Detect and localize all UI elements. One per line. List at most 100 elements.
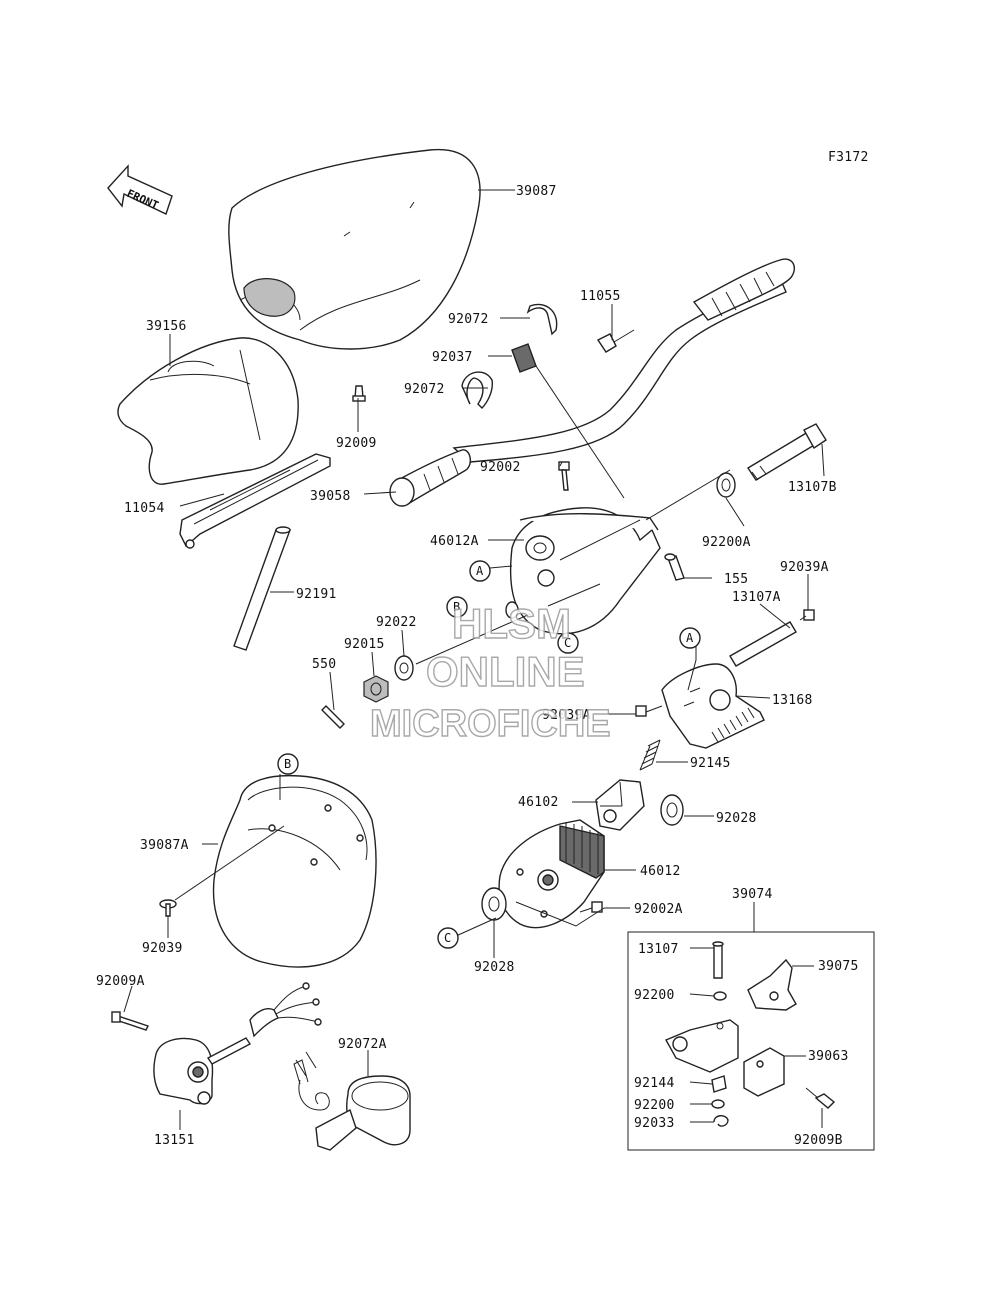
label-39063: 39063 <box>808 1049 849 1064</box>
callout-b-1: B <box>446 596 468 618</box>
label-13168: 13168 <box>772 693 813 708</box>
watermark: HLSM ONLINE MICROFICHE <box>369 599 611 745</box>
ratchet-46102 <box>595 779 645 831</box>
tube-92191 <box>233 526 292 651</box>
label-155: 155 <box>724 572 748 587</box>
label-39075: 39075 <box>818 959 859 974</box>
washer-92028-right <box>660 794 684 826</box>
callout-c-2: C <box>437 927 459 949</box>
handlebar-39058 <box>389 258 796 507</box>
label-13107A: 13107A <box>732 590 781 605</box>
screw-92039A-top <box>799 609 815 621</box>
label-92028-right: 92028 <box>716 811 757 826</box>
screw-92009A <box>111 1011 149 1031</box>
svg-text:C: C <box>444 931 451 945</box>
label-92191: 92191 <box>296 587 337 602</box>
label-92009A: 92009A <box>96 974 145 989</box>
pin-13107A <box>729 621 797 667</box>
screw-92039 <box>159 899 177 917</box>
svg-text:A: A <box>686 631 694 645</box>
callout-a-1: A <box>469 560 513 582</box>
label-550: 550 <box>312 657 336 672</box>
handlebar-cover-39087 <box>228 148 481 350</box>
callout-b-2: B <box>277 753 299 775</box>
label-92009: 92009 <box>336 436 377 451</box>
svg-text:C: C <box>564 636 571 650</box>
label-92002A: 92002A <box>634 902 683 917</box>
watermark-line-1: HLSM <box>452 600 571 647</box>
bolt-155 <box>664 553 685 581</box>
cotter-pin-550 <box>321 705 345 729</box>
spring-92144 <box>711 1075 727 1093</box>
label-46102: 46102 <box>518 795 559 810</box>
lever-13168 <box>661 663 765 749</box>
clip-11055 <box>596 333 617 353</box>
band-92072-top <box>526 303 558 336</box>
svg-text:A: A <box>476 564 484 578</box>
label-39058: 39058 <box>310 489 351 504</box>
watermark-line-2: ONLINE <box>426 648 585 695</box>
screw-92009B <box>814 1093 836 1109</box>
svg-text:B: B <box>284 757 291 771</box>
bolt-13107B <box>747 423 827 481</box>
callout-a-2: A <box>679 627 701 649</box>
kit-box-39074 <box>627 931 875 1151</box>
label-92072A: 92072A <box>338 1037 387 1052</box>
washer-92200-a <box>713 991 727 1001</box>
steering-holder-46012 <box>498 819 605 929</box>
label-92072-top: 92072 <box>448 312 489 327</box>
label-92033: 92033 <box>634 1116 675 1131</box>
label-92039A-mid: 92039A <box>542 708 591 723</box>
label-13151: 13151 <box>154 1133 195 1148</box>
front-direction-arrow-icon: FRONT <box>107 164 173 215</box>
svg-text:B: B <box>453 600 460 614</box>
bolt-92002 <box>558 461 570 491</box>
label-92072-mid: 92072 <box>404 382 445 397</box>
pin-13107 <box>713 943 723 979</box>
switch-13151 <box>153 982 322 1105</box>
part-labels: 39087 39156 92009 11054 92191 39058 9207… <box>96 184 859 1148</box>
label-92022: 92022 <box>376 615 417 630</box>
clamp-92037 <box>511 343 537 373</box>
screw-92009 <box>352 385 366 402</box>
label-92200-a: 92200 <box>634 988 675 1003</box>
label-92145: 92145 <box>690 756 731 771</box>
nut-92015 <box>363 675 389 703</box>
label-92002: 92002 <box>480 460 521 475</box>
label-92144: 92144 <box>634 1076 675 1091</box>
leader-lines <box>123 189 825 1130</box>
steering-cover-39087A <box>212 774 377 968</box>
label-46012: 46012 <box>640 864 681 879</box>
label-92200-b: 92200 <box>634 1098 675 1113</box>
label-13107: 13107 <box>638 942 679 957</box>
label-11055: 11055 <box>580 289 621 304</box>
spring-92145 <box>639 739 661 771</box>
label-92009B: 92009B <box>794 1133 843 1148</box>
label-39074: 39074 <box>732 887 773 902</box>
label-11054: 11054 <box>124 501 165 516</box>
washer-92022 <box>394 655 414 681</box>
figure-code: F3172 <box>828 150 869 165</box>
circlip-92033 <box>713 1115 729 1127</box>
label-92200A: 92200A <box>702 535 751 550</box>
steering-holder-46012A <box>505 507 661 635</box>
bracket-11054 <box>179 453 331 549</box>
washer-92200A <box>716 472 736 498</box>
watermark-line-3: MICROFICHE <box>370 703 611 745</box>
label-46012A: 46012A <box>430 534 479 549</box>
washer-92200-b <box>711 1099 725 1109</box>
label-39156: 39156 <box>146 319 187 334</box>
label-92037: 92037 <box>432 350 473 365</box>
label-13107B: 13107B <box>788 480 837 495</box>
washer-92028-left <box>481 887 507 921</box>
console-cover-39156 <box>117 337 299 485</box>
label-92039: 92039 <box>142 941 183 956</box>
label-92015: 92015 <box>344 637 385 652</box>
label-92028-left: 92028 <box>474 960 515 975</box>
band-92072-mid <box>461 371 494 409</box>
callout-c-1: C <box>557 632 579 654</box>
clamp-92072A <box>293 1051 411 1151</box>
label-39087: 39087 <box>516 184 557 199</box>
screw-92039A-mid <box>635 705 663 717</box>
